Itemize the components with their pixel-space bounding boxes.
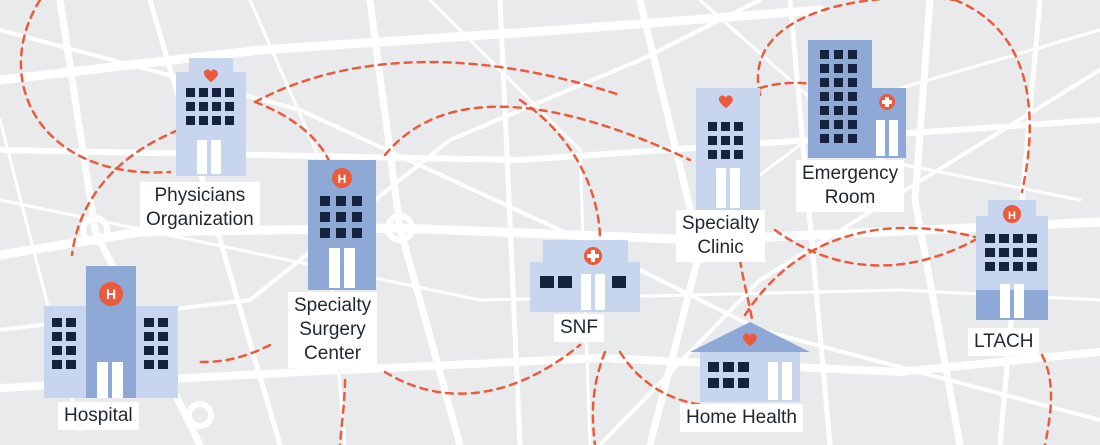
hospital-h-icon	[99, 282, 123, 306]
label-clinic-line2: Clinic	[697, 237, 744, 258]
label-er-line1: Emergency	[802, 163, 899, 184]
physicians-building	[176, 58, 246, 176]
label-hospital: Hospital	[58, 402, 139, 430]
hospital-h-icon	[1003, 205, 1021, 223]
ltach-building: H	[976, 200, 1048, 320]
heart-icon	[203, 69, 218, 82]
hospital-building: H	[44, 266, 178, 398]
emergency-room-building	[808, 40, 906, 158]
label-ltach: LTACH	[968, 328, 1040, 356]
snf-building	[530, 240, 640, 312]
label-specialty-surgery-center: Specialty Surgery Center	[288, 292, 378, 368]
label-physicians-line1: Physicians	[154, 185, 246, 206]
svg-text:H: H	[106, 286, 116, 302]
label-hospital-text: Hospital	[64, 405, 133, 426]
label-surgery-line1: Specialty	[294, 295, 372, 316]
label-home-health: Home Health	[680, 404, 803, 432]
svg-text:H: H	[1008, 210, 1016, 222]
label-snf-text: SNF	[560, 317, 598, 338]
label-surgery-line3: Center	[304, 343, 362, 364]
label-emergency-room: Emergency Room	[796, 160, 905, 212]
label-surgery-line2: Surgery	[299, 319, 366, 340]
label-home-health-text: Home Health	[686, 407, 797, 428]
label-physicians-line2: Organization	[146, 209, 254, 230]
heart-icon	[718, 95, 733, 108]
label-specialty-clinic: Specialty Clinic	[676, 210, 766, 262]
surgery-center-building: H	[308, 160, 376, 290]
label-ltach-text: LTACH	[974, 331, 1034, 352]
label-physicians-organization: Physicians Organization	[140, 182, 260, 234]
home-health-building	[690, 322, 810, 402]
heart-icon	[742, 333, 757, 346]
label-clinic-line1: Specialty	[682, 213, 760, 234]
label-snf: SNF	[554, 314, 604, 342]
specialty-clinic-building	[696, 88, 760, 210]
hospital-h-icon	[332, 168, 352, 188]
svg-text:H: H	[338, 172, 347, 186]
label-er-line2: Room	[824, 187, 876, 208]
